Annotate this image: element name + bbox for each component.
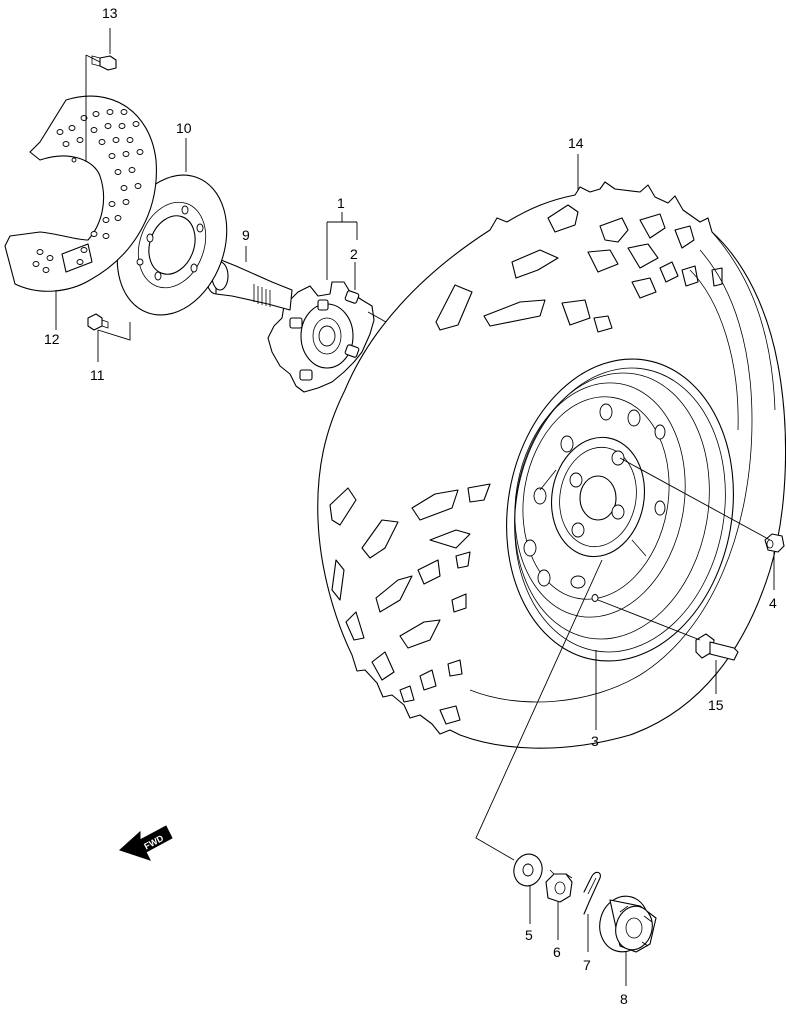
disc-cover-part-12 — [4, 95, 157, 292]
callout-1: 1 — [337, 195, 345, 211]
callout-2: 2 — [350, 246, 358, 262]
callout-10: 10 — [176, 120, 192, 136]
callout-4: 4 — [769, 595, 777, 611]
callout-14: 14 — [568, 135, 584, 151]
callout-6: 6 — [553, 944, 561, 960]
tread-lugs-left — [329, 483, 491, 725]
callout-11: 11 — [90, 367, 105, 383]
wheel-rim-part-3 — [506, 358, 734, 662]
screw-part-11 — [87, 313, 109, 331]
callout-12: 12 — [44, 331, 60, 347]
callout-labels: 13 10 1 2 9 12 11 14 4 15 3 5 6 7 8 — [44, 5, 777, 1007]
wheel-hub-part-1 — [267, 281, 375, 393]
callout-3: 3 — [591, 733, 599, 749]
forward-direction-arrow: FWD — [119, 825, 173, 861]
callout-8: 8 — [620, 991, 628, 1007]
leader-lines — [55, 28, 775, 986]
cotter-pin-part-7 — [583, 871, 601, 915]
rim-holes — [523, 403, 666, 589]
callout-15: 15 — [708, 697, 724, 713]
hub-cap-part-8 — [599, 895, 657, 953]
castle-nut-part-6 — [545, 869, 573, 903]
callout-9: 9 — [242, 227, 250, 243]
callout-5: 5 — [525, 927, 533, 943]
callout-7: 7 — [583, 957, 591, 973]
screw-part-13 — [91, 55, 117, 71]
hub-stud-part-2 — [289, 290, 360, 381]
washer-part-5 — [513, 853, 543, 887]
disc-cover-holes — [32, 109, 144, 273]
callout-13: 13 — [102, 5, 118, 21]
valve-part-15 — [695, 633, 739, 661]
tread-lugs-top — [435, 204, 723, 333]
